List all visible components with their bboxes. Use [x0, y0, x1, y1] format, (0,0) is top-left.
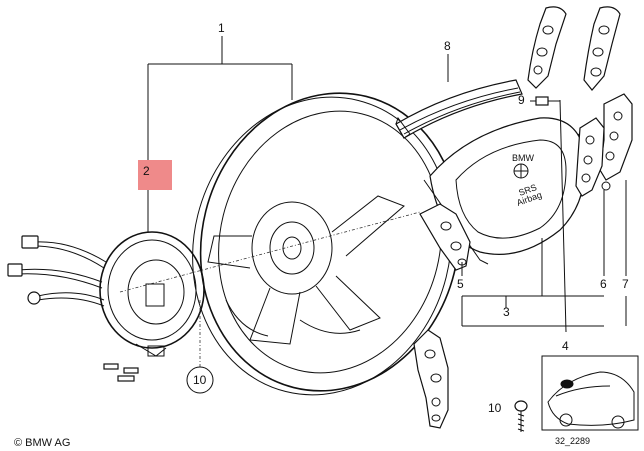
screw-9[interactable]: [530, 96, 560, 106]
leader-bracket-1: [147, 36, 293, 232]
callout-9: 9: [518, 93, 525, 107]
vehicle-location-inset: [541, 355, 639, 431]
switch-panel-5[interactable]: [419, 203, 471, 271]
switch-cover-lower[interactable]: [413, 329, 449, 429]
switch-panel-right-middle[interactable]: [599, 93, 633, 181]
callout-4: 4: [562, 339, 569, 353]
switch-panel-left-upper[interactable]: [527, 6, 567, 89]
brand-text: BMW: [512, 153, 535, 163]
wiring-harness: [7, 235, 107, 307]
center-axis-line: [119, 211, 421, 293]
callout-2-label: 2: [143, 164, 150, 178]
contact-slip-ring[interactable]: [99, 231, 205, 357]
steering-wheel[interactable]: [162, 65, 491, 422]
callout-1: 1: [218, 21, 225, 35]
callout-6: 6: [600, 277, 607, 291]
callout-10a: 10: [193, 373, 207, 387]
copyright-text: © BMW AG: [14, 437, 70, 449]
callout-10b: 10: [488, 401, 502, 415]
drawing-code: 32_2289: [555, 436, 590, 446]
trim-strip[interactable]: [395, 79, 523, 139]
switch-panel-left-middle[interactable]: [575, 117, 611, 197]
callout-7: 7: [622, 277, 629, 291]
screw-10-detail[interactable]: 10: [488, 400, 528, 432]
small-connectors: [103, 363, 139, 382]
callout-10-circle: 10: [186, 366, 214, 394]
leader-lines-right: [461, 99, 627, 333]
callout-2[interactable]: 2: [138, 160, 172, 190]
switch-panel-right-upper[interactable]: [583, 6, 621, 91]
callout-3: 3: [503, 305, 510, 319]
callout-5: 5: [457, 277, 464, 291]
callout-8: 8: [444, 39, 451, 53]
